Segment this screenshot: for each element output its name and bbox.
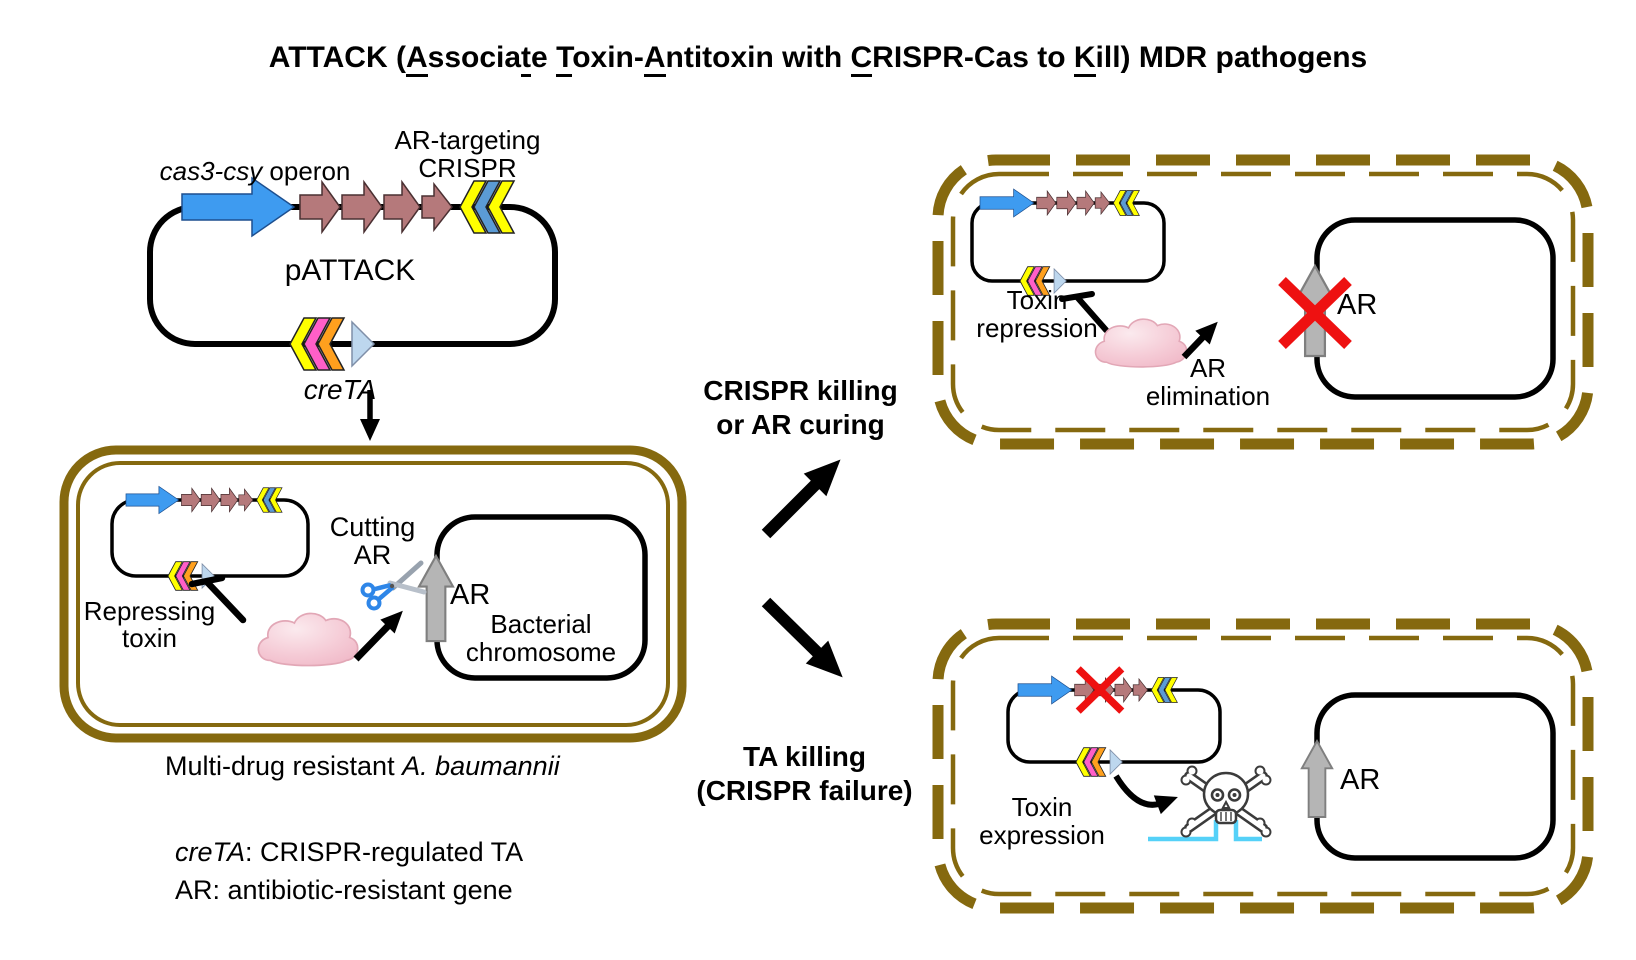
cas-operon-crispr-icon [980,189,1139,217]
creta-label: creTA [303,374,377,405]
cas-operon-crispr-icon [126,486,282,513]
mdr-cell-membrane-outer [59,445,687,743]
figure-title: ATTACK (Associate Toxin-Antitoxin with C… [0,41,1636,77]
toxin-target-lines-icon [1148,820,1262,842]
ar-gene-label: AR [1340,764,1381,796]
branch-arrow-down-icon [761,597,843,678]
inhibition-tbar-icon [1059,291,1109,333]
toxin-expression-label: Toxin expression [979,792,1105,850]
bacterial-chromosome-label: Bacterial chromosome [465,609,617,667]
cured-cell-membrane-inner [950,171,1576,433]
ar-gene-label: AR [1337,289,1378,321]
legend-line-ar: AR: antibiotic-resistant gene [175,875,513,905]
ta-killing-label: TA killing (CRISPR failure) [696,741,913,806]
ar-targeting-crispr-label: AR-targeting CRISPR [394,125,541,183]
flow-arrow-icon [1181,321,1218,360]
killed-cell-membrane-inner [950,635,1576,897]
flow-arrow-icon [353,610,403,662]
cured-cell-membrane-outer [932,154,1594,450]
repressing-toxin-label: Repressing toxin [83,596,216,653]
cascade-cloud-icon [257,612,359,667]
ar-gene-label: AR [450,579,491,611]
cutting-ar-label: Cutting AR [329,512,416,570]
legend-line-creta: creTA: CRISPR-regulated TA [175,837,524,867]
toxin-expression-arrow-icon [1113,774,1178,815]
skull-crossbones-icon [1180,765,1272,838]
ar-gene-arrow-icon [1300,740,1334,818]
crispr-killing-label: CRISPR killing or AR curing [703,375,898,440]
mdr-cell-caption: Multi-drug resistant A. baumannii [165,751,560,781]
pattack-label: pATTACK [284,254,416,287]
ar-elimination-label: AR elimination [1145,353,1271,411]
killed-cell-membrane-outer [932,618,1594,914]
cas-operon-crispr-icon [182,178,514,236]
scissors-icon [360,560,427,611]
inhibition-tbar-icon [188,574,247,624]
cas-operon-label: cas3-csy operon [159,156,351,186]
mdr-cell-membrane-inner [76,461,670,727]
toxin-repression-label: Toxin repression [976,285,1098,343]
branch-arrow-up-icon [761,459,841,539]
